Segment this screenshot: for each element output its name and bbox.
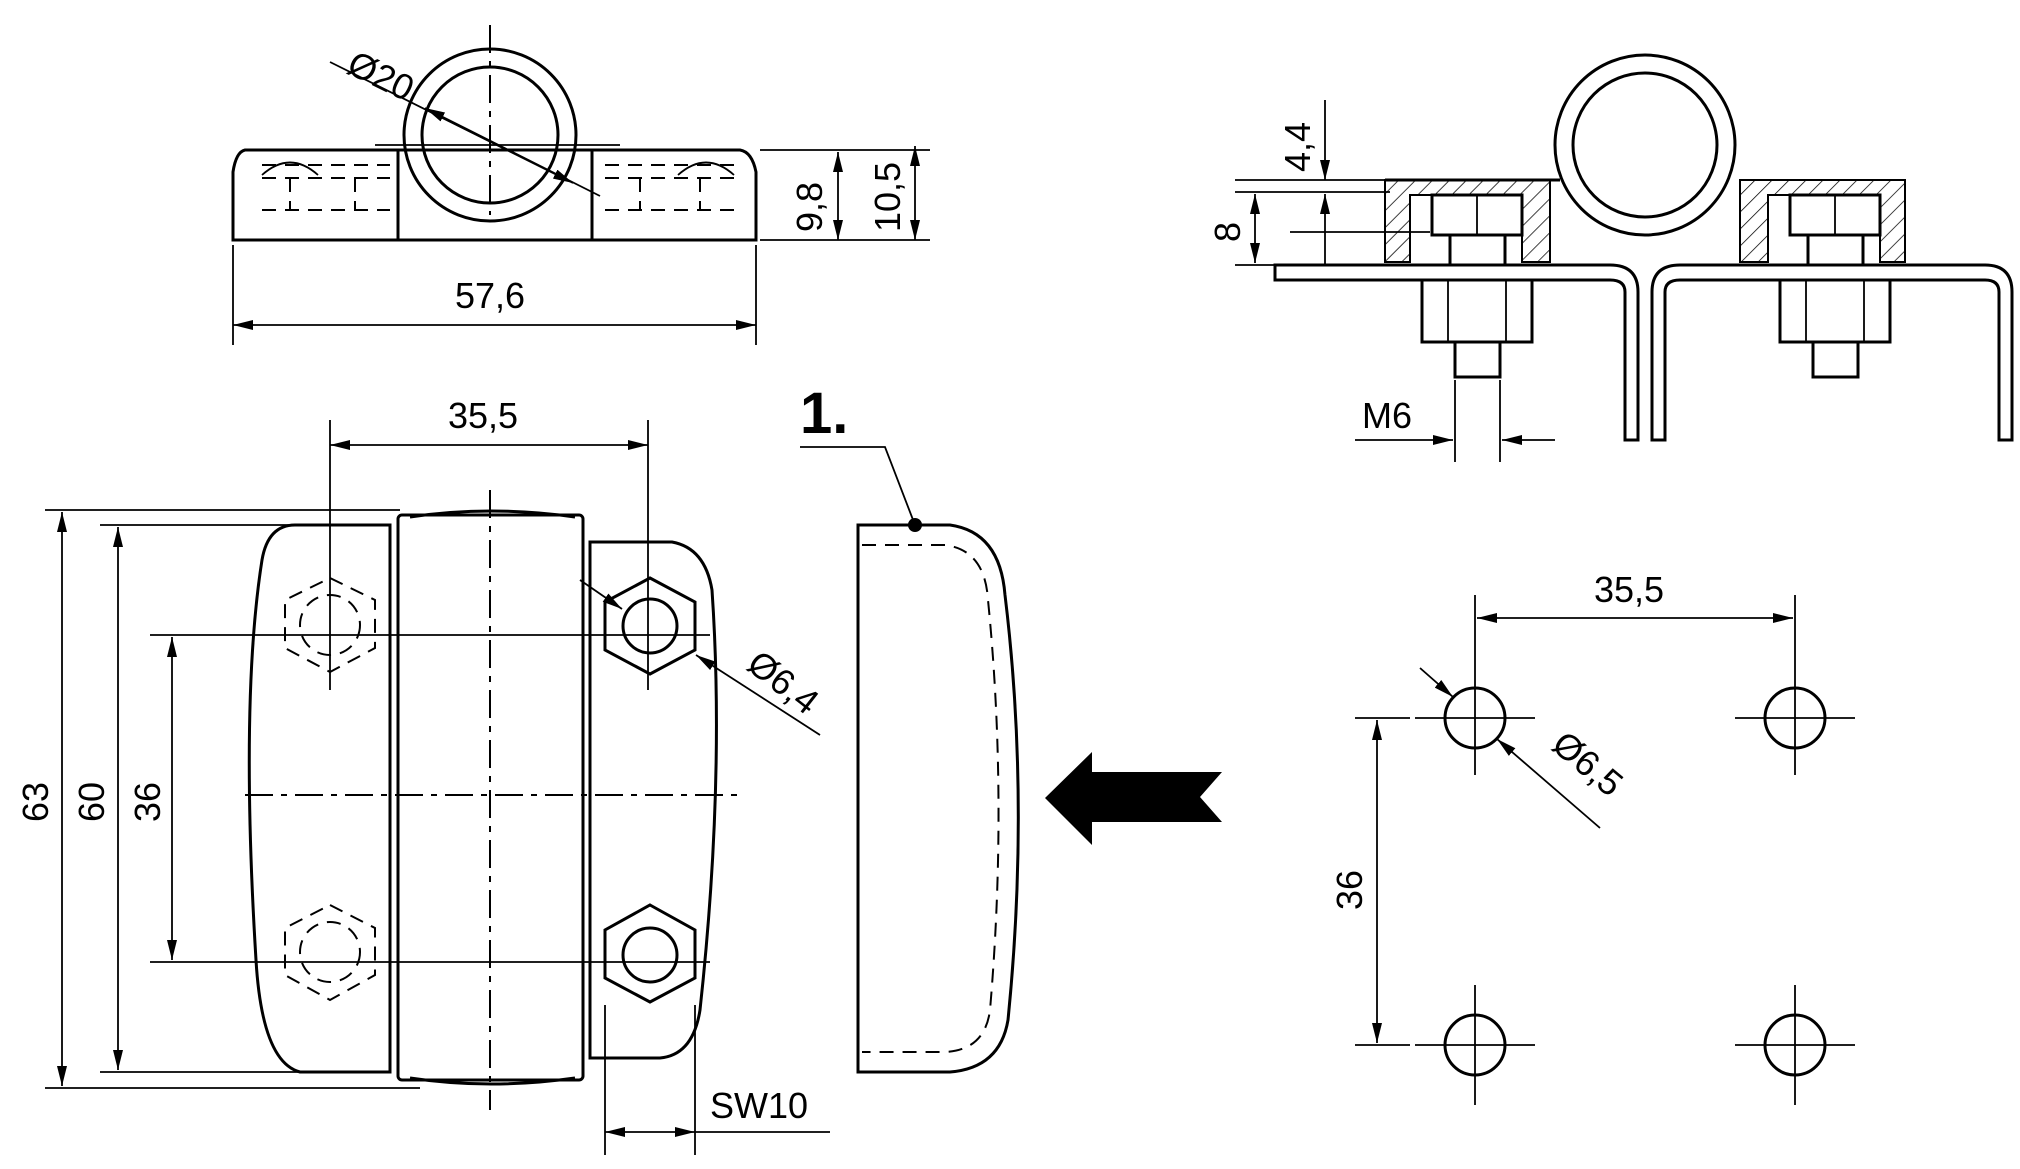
assembly-arrow-icon bbox=[1045, 752, 1222, 845]
front-hole-diameter-label: Ø6,4 bbox=[740, 642, 827, 722]
front-height-body-label: 60 bbox=[71, 782, 112, 822]
top-width-label: 57,6 bbox=[455, 275, 525, 316]
drill-pattern: 35,5 36 Ø6,5 bbox=[1329, 569, 1855, 1105]
callout-dot bbox=[908, 518, 922, 532]
front-spacing-x-label: 35,5 bbox=[448, 395, 518, 436]
section-height-label: 8 bbox=[1207, 222, 1248, 242]
cover-callout-label: 1. bbox=[800, 381, 848, 446]
front-height-total-label: 63 bbox=[15, 782, 56, 822]
section-view: 4,4 8 M6 bbox=[1207, 53, 2014, 462]
drill-spacing-y-label: 36 bbox=[1329, 870, 1370, 910]
top-height-inner-label: 9,8 bbox=[789, 182, 830, 232]
front-spacing-y-label: 36 bbox=[127, 782, 168, 822]
drill-spacing-x-label: 35,5 bbox=[1594, 569, 1664, 610]
top-view: Ø20 57,6 9,8 10,5 bbox=[231, 25, 930, 345]
top-height-outer-label: 10,5 bbox=[867, 162, 908, 232]
front-wrench-size-label: SW10 bbox=[710, 1085, 808, 1126]
section-top-label: 4,4 bbox=[1277, 122, 1318, 172]
front-view: 35,5 63 60 36 Ø6,4 SW10 bbox=[15, 395, 830, 1155]
cover-part: 1. bbox=[800, 381, 1222, 1074]
top-diameter-label: Ø20 bbox=[341, 42, 420, 109]
section-thread-label: M6 bbox=[1362, 395, 1412, 436]
